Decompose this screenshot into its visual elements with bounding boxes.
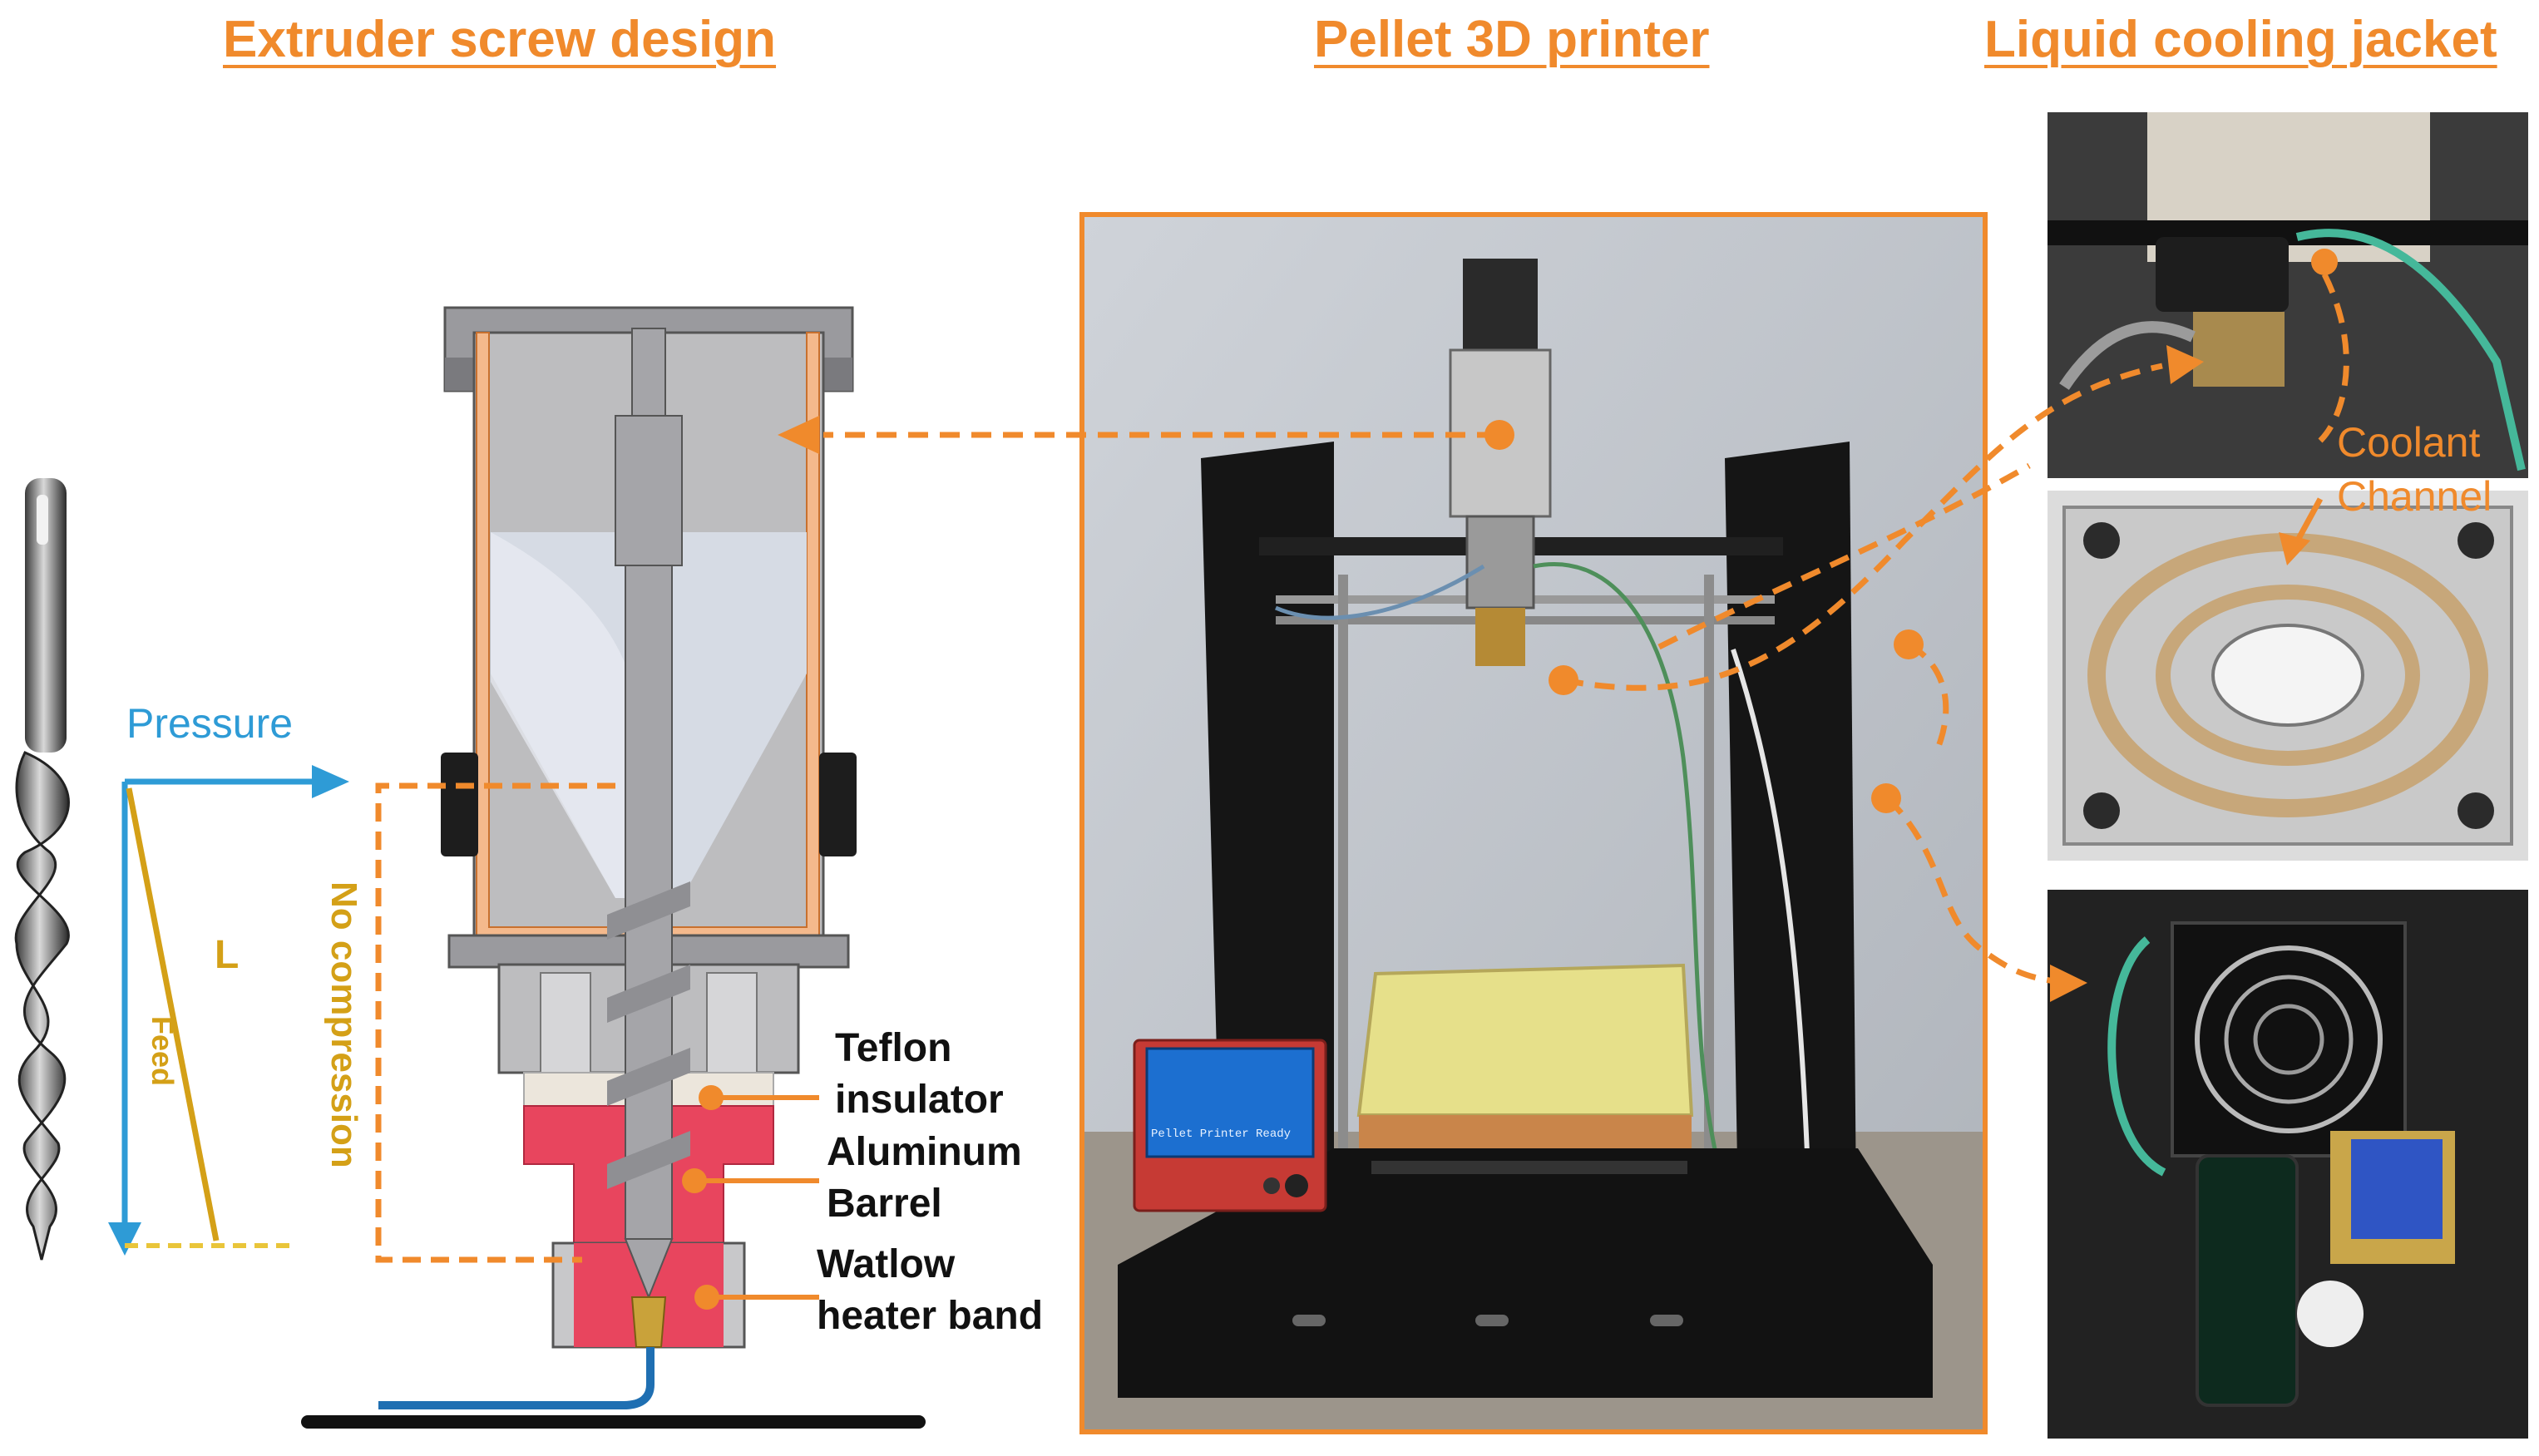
teflon-label: Teflon insulator [835, 1023, 1004, 1127]
printer-illustration [1084, 217, 1983, 1429]
auger-screw-photo [14, 478, 70, 1261]
aluminum-label: Aluminum Barrel [827, 1127, 1022, 1231]
title-extruder: Extruder screw design [223, 11, 777, 68]
printer-photo: Pellet Printer Ready [1079, 212, 1988, 1434]
pressure-feed-axes [108, 765, 349, 1256]
watlow-label-line-2: heater band [817, 1294, 1044, 1339]
jacket-photo-bottom [2048, 890, 2528, 1439]
l-label: L [215, 933, 240, 977]
coolant-label-line-2: Channel [2337, 473, 2492, 520]
teflon-label-line-2: insulator [835, 1078, 1004, 1123]
watlow-label: Watlow heater band [817, 1239, 1043, 1343]
aluminum-label-line-2: Barrel [827, 1182, 942, 1226]
extruded-filament [378, 1347, 655, 1409]
lcd-screen-text: Pellet Printer Ready [1151, 1128, 1292, 1141]
aluminum-label-line-1: Aluminum [827, 1130, 1022, 1174]
nozzle [630, 1296, 667, 1348]
no-compression-path [375, 782, 615, 1263]
screw-shaft [607, 328, 690, 1300]
title-jacket: Liquid cooling jacket [1984, 11, 2497, 68]
teflon-label-line-1: Teflon [835, 1026, 952, 1070]
watlow-label-line-1: Watlow [817, 1242, 956, 1286]
title-printer: Pellet 3D printer [1314, 11, 1710, 68]
coolant-label-line-1: Coolant [2337, 419, 2481, 466]
coolant-channel-label: Coolant Channel [2337, 416, 2492, 524]
jacket-photo-top [2048, 112, 2528, 478]
pressure-label: Pressure [126, 700, 294, 747]
extruder-cross-section [301, 306, 926, 1429]
